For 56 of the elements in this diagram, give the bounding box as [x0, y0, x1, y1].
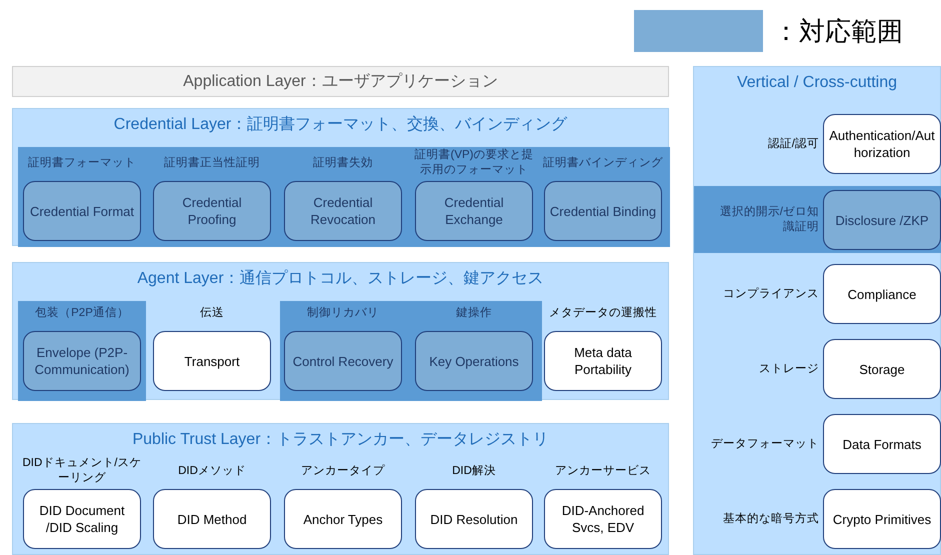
component-box: Transport — [153, 331, 271, 391]
layer-title: Public Trust Layer：トラストアンカー、データレジストリ — [131, 430, 550, 450]
component-box: Compliance — [823, 264, 941, 324]
component-box: Anchor Types — [284, 489, 402, 549]
component-label: アンカーサービス — [555, 464, 651, 478]
component-box: DID Method — [153, 489, 271, 549]
component-box: Control Recovery — [284, 331, 402, 391]
component-label: 証明書フォーマット — [28, 156, 136, 170]
component-label: コンプライアンス — [723, 286, 819, 302]
layer-bar: Application Layer：ユーザアプリケーション — [12, 66, 669, 97]
component-label: データフォーマット — [711, 436, 819, 452]
layer-title: Agent Layer：通信プロトコル、ストレージ、鍵アクセス — [136, 268, 545, 289]
component-label: 伝送 — [200, 306, 224, 320]
component-label: 鍵操作 — [456, 306, 492, 320]
legend-text: ：対応範囲 — [773, 14, 903, 48]
component-box: Storage — [823, 339, 941, 399]
component-label: 証明書(VP)の要求と提示用のフォーマット — [414, 148, 534, 178]
component-label: 証明書バインディング — [543, 156, 663, 170]
component-box: Envelope (P2P-Communication) — [23, 331, 141, 391]
component-box: Meta data Portability — [544, 331, 662, 391]
component-box: DID-Anchored Svcs, EDV — [544, 489, 662, 549]
component-box: Credential Proofing — [153, 181, 271, 241]
component-box: Authentication/Authorization — [823, 114, 941, 174]
coverage-band — [280, 301, 542, 401]
component-label: 基本的な暗号方式 — [723, 512, 819, 526]
component-label: 証明書正当性証明 — [164, 156, 260, 170]
layer-panel — [12, 423, 669, 555]
component-label: 証明書失効 — [313, 156, 373, 170]
component-label: 選択的開示/ゼロ知識証明 — [718, 205, 819, 235]
coverage-band — [18, 301, 146, 401]
component-label: 認証/認可 — [768, 136, 819, 152]
component-label: DID解決 — [452, 464, 496, 478]
layer-title: Credential Layer：証明書フォーマット、交換、バインディング — [112, 114, 568, 135]
component-label: 制御リカバリ — [307, 306, 379, 320]
component-box: Disclosure /ZKP — [823, 190, 941, 250]
layer-panel — [12, 262, 669, 400]
component-label: メタデータの運搬性 — [549, 306, 657, 320]
component-box: Crypto Primitives — [823, 489, 941, 549]
component-box: Credential Format — [23, 181, 141, 241]
component-box: DID Resolution — [415, 489, 533, 549]
component-box: Data Formats — [823, 414, 941, 474]
component-box: Key Operations — [415, 331, 533, 391]
component-box: Credential Binding — [544, 181, 662, 241]
component-label: DIDメソッド — [178, 464, 246, 478]
component-box: DID Document /DID Scaling — [23, 489, 141, 549]
coverage-band — [18, 147, 670, 247]
component-label: DIDドキュメント/スケーリング — [22, 456, 142, 486]
component-box: Credential Exchange — [415, 181, 533, 241]
component-label: ストレージ — [759, 362, 819, 376]
layer-panel — [693, 66, 941, 555]
layer-title: Vertical / Cross-cutting — [736, 73, 898, 93]
component-label: アンカータイプ — [301, 464, 385, 478]
layer-panel — [12, 108, 669, 246]
coverage-band — [694, 186, 941, 253]
component-box: Credential Revocation — [284, 181, 402, 241]
component-label: 包装（P2P通信） — [35, 306, 129, 320]
